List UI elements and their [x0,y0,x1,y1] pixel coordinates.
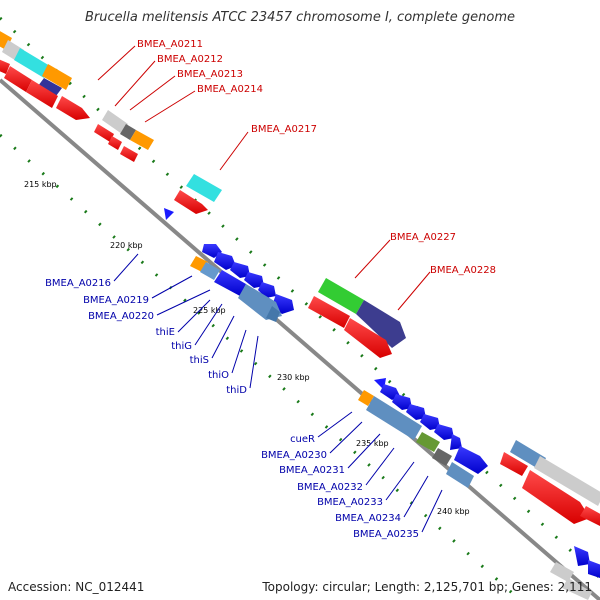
gene-label-BMEA_A0213[interactable]: BMEA_A0213 [177,69,243,80]
gene-arrow[interactable] [0,30,12,50]
gene-arrow[interactable] [588,560,600,578]
gene-label-BMEA_A0230[interactable]: BMEA_A0230 [261,450,327,461]
reverse-label-leaders [113,253,443,533]
gene-arrow[interactable] [108,136,122,150]
map-title: Brucella melitensis ATCC 23457 chromosom… [84,10,516,25]
gene-label-thiS[interactable]: thiS [190,355,209,366]
ruler-track-inner [0,133,521,600]
gene-arrow[interactable] [344,318,392,358]
gene-arrow[interactable] [434,424,454,440]
gene-label-thiE[interactable]: thiE [156,327,175,338]
gene-arrow[interactable] [450,434,462,450]
tick-label-225kbp: 225 kbp [193,306,226,315]
gene-arrow[interactable] [550,562,574,582]
gene-arrow[interactable] [56,96,90,120]
gene-label-BMEA_A0217[interactable]: BMEA_A0217 [251,124,317,135]
gene-arrow[interactable] [454,446,488,474]
backbone-line [0,78,600,600]
gene-arrow[interactable] [214,252,236,270]
tick-label-215kbp: 215 kbp [24,180,57,189]
gene-arrow[interactable] [164,208,174,220]
gene-arrow[interactable] [130,130,154,150]
gene-arrow[interactable] [120,124,136,140]
accession-text: Accession: NC_012441 [8,580,145,594]
gene-label-thiD[interactable]: thiD [226,385,247,396]
gene-arrow[interactable] [120,146,138,162]
tick-label-240kbp: 240 kbp [437,507,470,516]
gene-label-BMEA_A0216[interactable]: BMEA_A0216 [45,278,111,289]
gene-arrow[interactable] [580,506,600,526]
gene-arrow[interactable] [38,78,62,96]
summary-text: Topology: circular; Length: 2,125,701 bp… [262,580,592,594]
gene-arrow[interactable] [416,432,440,452]
gene-arrow[interactable] [534,456,600,506]
tick-label-220kbp: 220 kbp [110,241,143,250]
gene-arrow[interactable] [244,272,264,288]
gene-arrow[interactable] [356,300,406,348]
gene-arrow[interactable] [432,448,452,466]
tick-label-235kbp: 235 kbp [356,439,389,448]
gene-label-BMEA_A0227[interactable]: BMEA_A0227 [390,232,456,243]
gene-arrow[interactable] [4,66,32,92]
gene-arrow[interactable] [358,390,374,406]
gene-label-thiG[interactable]: thiG [171,341,192,352]
gene-arrow[interactable] [102,110,128,134]
gene-arrow[interactable] [186,174,222,202]
gene-arrow[interactable] [26,80,58,108]
gene-arrow[interactable] [94,124,114,142]
gene-label-thiO[interactable]: thiO [208,370,229,381]
forward-label-leaders [97,45,431,311]
gene-arrow[interactable] [214,270,246,296]
gene-arrow[interactable] [266,306,280,322]
gene-label-BMEA_A0228[interactable]: BMEA_A0228 [430,265,496,276]
gene-arrow[interactable] [562,578,592,600]
gene-arrow[interactable] [366,396,422,440]
gene-label-BMEA_A0231[interactable]: BMEA_A0231 [279,465,345,476]
gene-arrow[interactable] [522,470,590,524]
gene-arrow[interactable] [200,262,220,280]
gene-arrow[interactable] [14,48,50,78]
gene-arrow[interactable] [392,394,412,410]
gene-arrow[interactable] [174,190,208,214]
gene-arrow[interactable] [230,262,250,278]
gene-arrow[interactable] [0,58,10,74]
gene-label-BMEA_A0234[interactable]: BMEA_A0234 [335,513,401,524]
gene-label-BMEA_A0232[interactable]: BMEA_A0232 [297,482,363,493]
gene-arrow[interactable] [406,404,426,420]
gene-label-BMEA_A0219[interactable]: BMEA_A0219 [83,295,149,306]
gene-arrow[interactable] [500,452,528,476]
gene-arrow[interactable] [574,546,590,566]
gene-label-BMEA_A0233[interactable]: BMEA_A0233 [317,497,383,508]
gene-arrow[interactable] [42,64,72,90]
gene-label-BMEA_A0212[interactable]: BMEA_A0212 [157,54,223,65]
gene-label-BMEA_A0211[interactable]: BMEA_A0211 [137,39,203,50]
gene-arrow[interactable] [318,278,364,314]
gene-label-BMEA_A0235[interactable]: BMEA_A0235 [353,529,419,540]
gene-arrow[interactable] [420,414,440,430]
tick-label-230kbp: 230 kbp [277,373,310,382]
gene-arrow[interactable] [446,462,474,488]
gene-label-BMEA_A0220[interactable]: BMEA_A0220 [88,311,154,322]
gene-label-cueR[interactable]: cueR [290,434,315,445]
gene-arrow[interactable] [308,296,350,328]
gene-label-BMEA_A0214[interactable]: BMEA_A0214 [197,84,263,95]
